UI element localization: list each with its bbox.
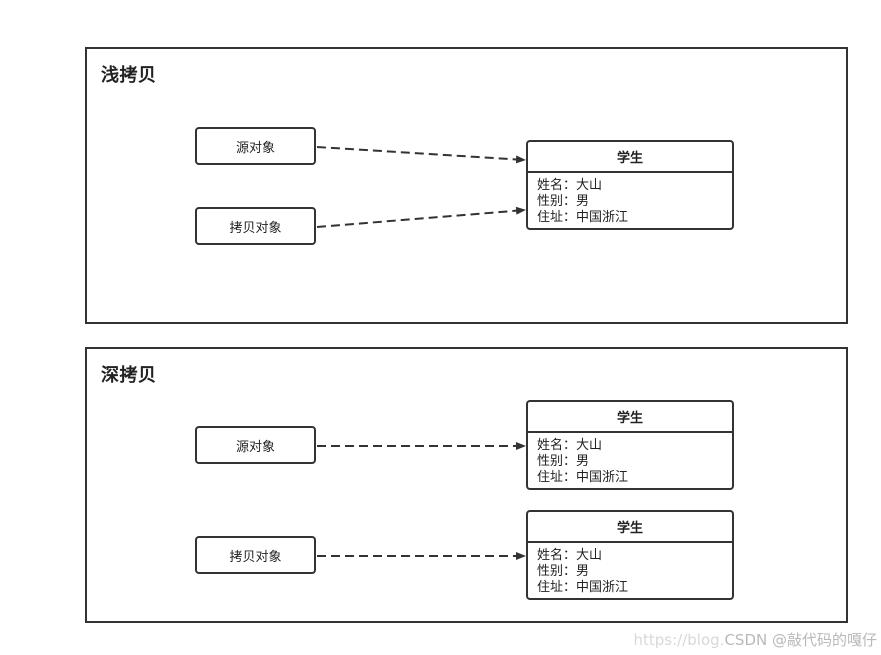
student-address-field: 住址：中国浙江 bbox=[537, 470, 629, 485]
shallow-student-header: 学生 bbox=[528, 142, 732, 173]
student-gender-field: 性别：男 bbox=[537, 194, 590, 209]
student-name-field: 姓名：大山 bbox=[537, 178, 603, 193]
deep-student-copy-class-box: 学生 姓名：大山 性别：男 住址：中国浙江 bbox=[526, 510, 734, 600]
shallow-student-fields: 姓名：大山 性别：男 住址：中国浙江 bbox=[528, 173, 732, 226]
shallow-student-class-box: 学生 姓名：大山 性别：男 住址：中国浙江 bbox=[526, 140, 734, 230]
student-name-field: 姓名：大山 bbox=[537, 438, 603, 453]
watermark-author: CSDN @敲代码的嘎仔 bbox=[724, 631, 877, 649]
student-address-field: 住址：中国浙江 bbox=[537, 210, 629, 225]
deep-student-copy-header: 学生 bbox=[528, 512, 732, 543]
watermark-url: https://blog. bbox=[633, 631, 725, 649]
csdn-watermark: https://blog.CSDN @敲代码的嘎仔 bbox=[634, 629, 877, 650]
deep-copy-object-box: 拷贝对象 bbox=[195, 536, 316, 574]
student-address-field: 住址：中国浙江 bbox=[537, 580, 629, 595]
student-name-field: 姓名：大山 bbox=[537, 548, 603, 563]
student-gender-field: 性别：男 bbox=[537, 564, 590, 579]
student-gender-field: 性别：男 bbox=[537, 454, 590, 469]
shallow-source-object-box: 源对象 bbox=[195, 127, 316, 165]
deep-student-copy-fields: 姓名：大山 性别：男 住址：中国浙江 bbox=[528, 543, 732, 596]
deep-student-source-header: 学生 bbox=[528, 402, 732, 433]
deep-source-object-box: 源对象 bbox=[195, 426, 316, 464]
shallow-copy-object-box: 拷贝对象 bbox=[195, 207, 316, 245]
deep-copy-title: 深拷贝 bbox=[101, 365, 157, 386]
deep-student-source-fields: 姓名：大山 性别：男 住址：中国浙江 bbox=[528, 433, 732, 486]
deep-student-source-class-box: 学生 姓名：大山 性别：男 住址：中国浙江 bbox=[526, 400, 734, 490]
shallow-copy-title: 浅拷贝 bbox=[101, 65, 157, 86]
